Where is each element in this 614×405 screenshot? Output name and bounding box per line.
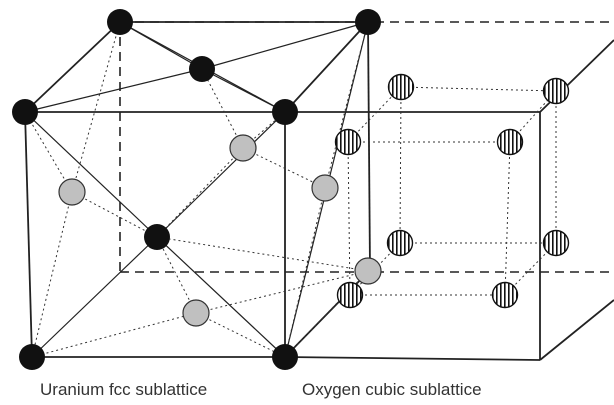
hatched-atom (542, 229, 570, 257)
black-atom (272, 344, 298, 370)
uranium-sublattice-caption: Uranium fcc sublattice (40, 380, 208, 399)
hatched-atom (491, 281, 519, 309)
black-atom (189, 56, 215, 82)
hatched-atom (336, 281, 364, 309)
grey-atom (354, 257, 382, 285)
grey-atom (182, 299, 210, 327)
hatched-atom (542, 77, 570, 105)
black-atom (355, 9, 381, 35)
hatched-atom (334, 128, 362, 156)
black-atom (19, 344, 45, 370)
interstitial-atoms (58, 134, 339, 327)
black-atom (12, 99, 38, 125)
black-atom (272, 99, 298, 125)
hatched-atom (387, 73, 415, 101)
black-atom (107, 9, 133, 35)
fcc-lines (24, 21, 369, 358)
hatched-atom (386, 229, 414, 257)
grey-atom (229, 134, 257, 162)
hatched-atom (496, 128, 524, 156)
black-atom (144, 224, 170, 250)
oxygen-atoms (334, 73, 570, 309)
oxygen-sublattice-caption: Oxygen cubic sublattice (302, 380, 482, 399)
grey-atom (58, 178, 86, 206)
tetrahedral-lines-dotted (24, 21, 369, 358)
grey-atom (311, 174, 339, 202)
uranium-atoms (12, 9, 381, 370)
